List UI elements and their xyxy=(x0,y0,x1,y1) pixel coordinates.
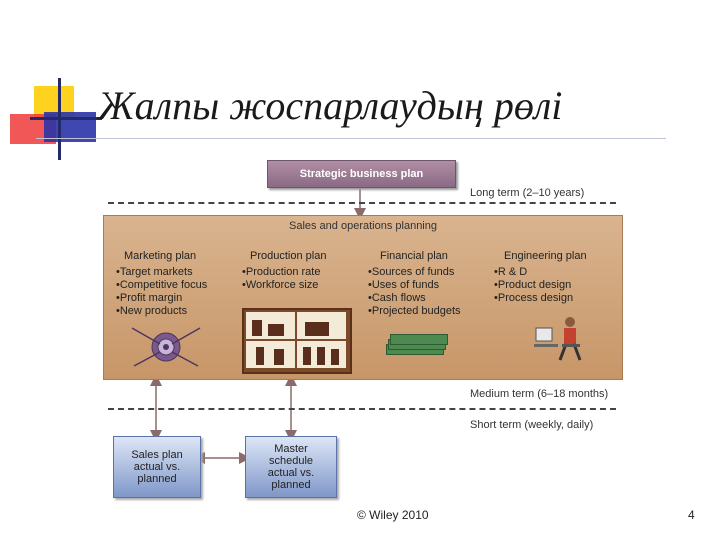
production-plan-heading: Production plan xyxy=(250,250,327,262)
long-term-label: Long term (2–10 years) xyxy=(470,187,585,199)
engineer-at-computer-illustration xyxy=(534,317,582,361)
marketing-plan-heading: Marketing plan xyxy=(124,250,197,262)
list-item: R & D xyxy=(494,266,573,279)
production-plan-list: Production rate Workforce size xyxy=(242,266,321,292)
list-item: Uses of funds xyxy=(368,279,461,292)
medium-term-divider xyxy=(108,408,616,410)
list-item: Competitive focus xyxy=(116,279,207,292)
medium-term-label: Medium term (6–18 months) xyxy=(470,388,609,400)
strategic-business-plan-box: Strategic business plan xyxy=(267,160,456,188)
box-line: planned xyxy=(271,479,311,491)
financial-plan-list: Sources of funds Uses of funds Cash flow… xyxy=(368,266,461,318)
sales-plan-box: Sales plan actual vs. planned xyxy=(113,436,201,498)
photo-workers xyxy=(297,312,346,339)
slide-title: Жалпы жоспарлаудың рөлі xyxy=(98,83,563,128)
financial-plan-heading: Financial plan xyxy=(380,250,448,262)
box-line: actual vs. xyxy=(267,467,315,479)
logo-horizontal-line xyxy=(30,117,102,120)
short-term-label: Short term (weekly, daily) xyxy=(470,419,594,431)
target-market-illustration xyxy=(131,327,201,367)
list-item: Production rate xyxy=(242,266,321,279)
engineering-plan-heading: Engineering plan xyxy=(504,250,587,262)
box-line: planned xyxy=(137,473,177,485)
list-item: New products xyxy=(116,305,207,318)
list-item: Process design xyxy=(494,292,573,305)
list-item: Sources of funds xyxy=(368,266,461,279)
sales-operations-planning-panel: Sales and operations planning Marketing … xyxy=(103,215,623,380)
box-line: Master xyxy=(274,443,308,455)
box-line: schedule xyxy=(268,455,314,467)
photo-workers xyxy=(246,341,295,368)
master-schedule-box: Master schedule actual vs. planned xyxy=(245,436,337,498)
list-item: Profit margin xyxy=(116,292,207,305)
copyright-footer: © Wiley 2010 xyxy=(357,508,429,522)
production-photos xyxy=(242,308,352,374)
list-item: Target markets xyxy=(116,266,207,279)
list-item: Projected budgets xyxy=(368,305,461,318)
box-line: Sales plan xyxy=(131,449,183,461)
box-line: actual vs. xyxy=(133,461,181,473)
list-item: Cash flows xyxy=(368,292,461,305)
marketing-plan-list: Target markets Competitive focus Profit … xyxy=(116,266,207,318)
title-underline xyxy=(36,138,666,139)
engineering-plan-list: R & D Product design Process design xyxy=(494,266,573,305)
list-item: Workforce size xyxy=(242,279,320,292)
long-term-divider xyxy=(108,202,616,204)
page-number: 4 xyxy=(688,508,695,522)
photo-workers xyxy=(297,341,346,368)
sop-title: Sales and operations planning xyxy=(288,220,437,232)
money-stack-illustration xyxy=(386,334,448,355)
list-item: Product design xyxy=(494,279,573,292)
photo-workers xyxy=(246,312,295,339)
